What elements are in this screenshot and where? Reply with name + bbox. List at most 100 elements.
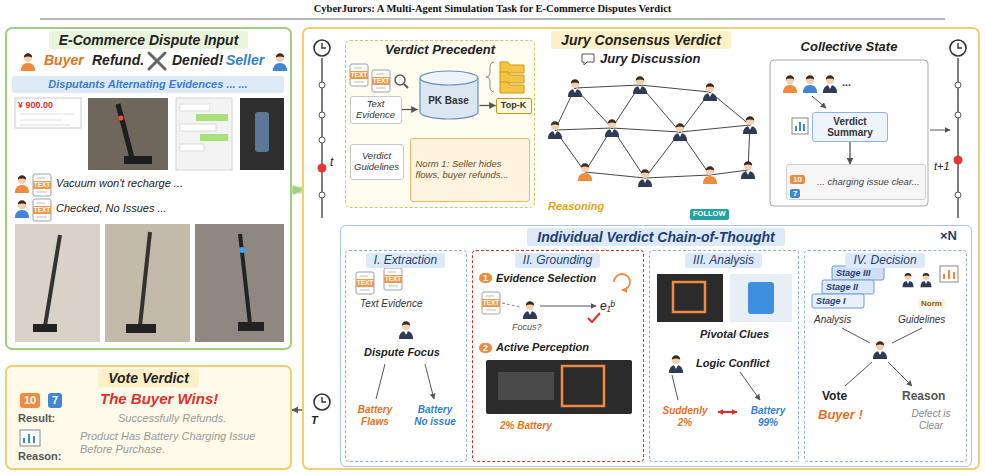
label-slot: T [311,414,318,427]
art-path [842,328,922,386]
art-use [482,292,500,314]
vote-icons [20,430,40,446]
art-path [140,232,150,326]
art-use [548,121,562,139]
art-rect [15,224,100,342]
label-slot: 2% Battery [500,420,552,432]
art-rect [940,266,958,282]
art-path [404,84,408,88]
art-rect [33,324,57,332]
art-rect [195,224,284,342]
art-circle [955,82,961,88]
text-label: Refund. [92,52,144,68]
art-path [502,303,520,307]
count-badge: 7 [790,189,800,198]
art-rect [176,98,232,170]
art-rect [748,282,774,314]
art-use [741,161,755,179]
art-path [582,54,594,65]
art-use [33,199,51,221]
art-use [350,64,368,86]
connector-arrow [402,109,418,110]
art-path [500,72,524,83]
text-label: Text Evidence [360,298,422,310]
stage-four-icons [812,266,958,386]
label-slot: Analysis [814,314,851,326]
label-slot: Vacuum won't recharge ... [56,177,183,190]
art-rect [105,224,190,342]
node-text: PK Base [420,95,478,107]
follow-badge: FOLLOW [690,209,729,220]
art-use [783,75,797,93]
art-use [21,53,35,71]
stage-three-icons [657,274,792,412]
evidence-text: Checked, No Issues ... [56,202,167,215]
label-slot: Successfully Refunds. [118,412,226,425]
label-slot: Evidence Selection [496,272,596,285]
text-label: Guidelines [898,314,945,326]
node-text: III. Analysis [685,253,762,269]
stage-two-icons [482,274,632,414]
art-circle [954,156,963,165]
label-slot: Stage II [826,282,858,292]
price-tag: ¥ 900.00 [18,100,53,110]
art-use [638,169,652,187]
evidence-band: Disputants Alternating Evidences ... ... [12,76,284,93]
art-use [669,355,683,373]
art-path [20,114,74,125]
art-use [273,53,287,71]
art-path [240,234,250,324]
precedent-box: Verdict PrecedentText EvidencePK BaseTop… [345,40,535,208]
label-slot: Reason [902,390,945,404]
node-text: Vote Verdict [98,369,199,387]
label-slot: ¥ 900.00 [18,100,53,110]
art-path [672,372,760,400]
label-slot: 10 [790,168,805,186]
art-path [944,270,954,279]
art-rect [498,372,554,400]
page-title: CyberJurors: A Multi-Agent Simulation Ta… [0,3,985,15]
label-slot: Norm [918,292,945,310]
art-rect [196,114,228,121]
label-slot: Buyer ! [818,408,863,423]
art-rect [5,365,292,470]
art-rect [124,156,152,164]
text-label: Reason [902,390,945,404]
text-label: Denied! [172,52,223,68]
art-use [803,75,817,93]
label-slot: TEXT [356,279,374,286]
doc-tag: TEXT [33,181,51,188]
label-slot: Vote [822,390,847,404]
text-label: 2% Battery [500,420,552,432]
text-label: Battery Flaws [352,404,398,427]
node-text: I. Extraction [366,253,445,269]
art-use [743,116,757,134]
label-slot: Defect is Clear [900,408,962,431]
node-text: E-Commerce Dispute Input [49,31,249,49]
art-rect [832,266,884,280]
label-slot: TEXT [33,206,51,213]
node-text: IV. Decision [845,253,924,269]
art-path [540,306,596,307]
label-slot: t+1 [934,160,950,173]
art-use [15,175,29,193]
evidence-symbol: e₁ᵇ [600,300,614,314]
label-slot: 7 [48,390,62,408]
node-text: II. Grounding [515,253,600,269]
node-text: Individual Verdict Chain-of-Thought [527,228,784,246]
evidence-text: Vacuum won't recharge ... [56,177,183,190]
text-label: Result: [18,412,55,425]
art-rect [200,134,228,141]
art-rect [730,274,792,322]
panel-fills [5,40,535,470]
art-circle [319,137,325,143]
label-slot: Reasoning [548,200,604,213]
connector-arrow [849,142,850,164]
node-text: Disputants Alternating Evidences ... ... [16,78,280,91]
node-text: Norm 1: Seller hides flows, buyer refund… [416,159,524,181]
evidence-box: Text Evidence [350,96,402,124]
label-slot: Stage I [816,296,846,306]
text-label: Reasoning [548,200,604,213]
label-slot: Focus? [512,322,542,332]
art-use [568,79,582,97]
